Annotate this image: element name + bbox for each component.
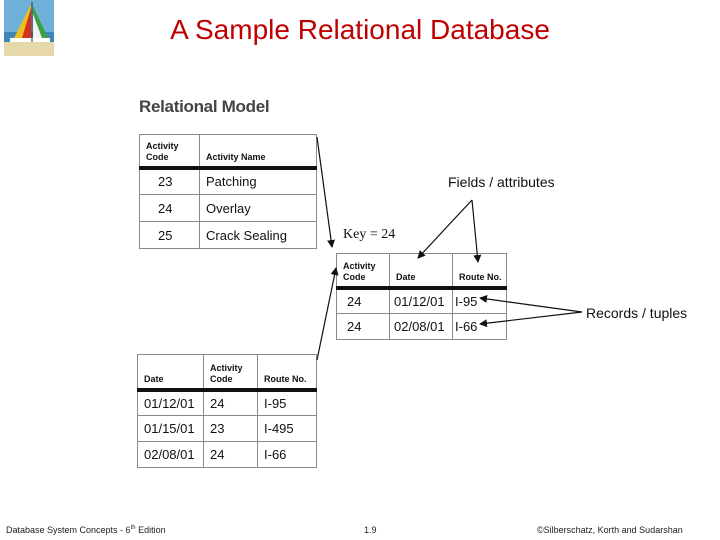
table-cell: 01/12/01: [137, 387, 204, 416]
table-row: 23 Patching: [139, 165, 317, 195]
activity-table: Activity Code Activity Name 23 Patching …: [139, 134, 317, 249]
table-row: 02/08/01 24 I-66: [137, 441, 317, 468]
key-label: Key = 24: [343, 227, 396, 242]
relational-model-title: Relational Model: [139, 97, 270, 116]
records-pointer-row1: [479, 294, 583, 313]
table-cell: Crack Sealing: [199, 221, 317, 249]
column-header: Date: [389, 253, 453, 288]
table-cell: I-66: [257, 441, 317, 468]
column-header: Activity Code: [336, 253, 390, 288]
fields-pointer-date: [417, 199, 473, 259]
footer-copyright: ©Silberschatz, Korth and Sudarshan: [537, 525, 683, 535]
column-header: Activity Code: [139, 134, 200, 168]
table-row: 25 Crack Sealing: [139, 221, 317, 249]
route-to-result-arrow: [316, 267, 339, 361]
column-header: Date: [137, 354, 204, 390]
footer-left: Database System Concepts - 6th Edition: [6, 525, 166, 535]
records-annotation: Records / tuples: [586, 305, 688, 321]
fields-pointer-route: [471, 199, 482, 263]
page-title: A Sample Relational Database: [170, 14, 550, 45]
column-header: Activity Name: [199, 134, 317, 168]
fields-annotation: Fields / attributes: [448, 174, 555, 190]
route-table: Date Activity Code Route No. 01/12/01 24…: [137, 354, 317, 468]
footer-edition-sup: th: [130, 525, 136, 531]
result-table: Activity Code Date Route No. 24 01/12/01…: [336, 253, 507, 340]
table-cell: 24: [203, 387, 258, 416]
table-cell: I-495: [257, 415, 317, 442]
footer-edition-suffix: Edition: [135, 525, 166, 535]
footer-book-title: Database System Concepts - 6: [6, 525, 131, 535]
table-row: 01/15/01 23 I-495: [137, 415, 317, 442]
records-pointer-row2: [479, 311, 583, 328]
table-row: 01/12/01 24 I-95: [137, 387, 317, 416]
table-cell: Patching: [199, 165, 317, 195]
table-cell: 01/15/01: [137, 415, 204, 442]
table-row: 24 02/08/01 I-66: [336, 313, 507, 340]
table-cell: I-95: [257, 387, 317, 416]
table-cell: 01/12/01: [389, 285, 453, 314]
column-header: Route No.: [257, 354, 317, 390]
table-cell: 02/08/01: [389, 313, 453, 340]
sailboat-logo-icon: [4, 0, 54, 56]
column-header: Activity Code: [203, 354, 258, 390]
activity-to-key-arrow: [316, 136, 336, 248]
table-row: 24 01/12/01 I-95: [336, 285, 507, 314]
table-cell: 23: [139, 165, 200, 195]
footer-page-number: 1.9: [364, 525, 377, 535]
